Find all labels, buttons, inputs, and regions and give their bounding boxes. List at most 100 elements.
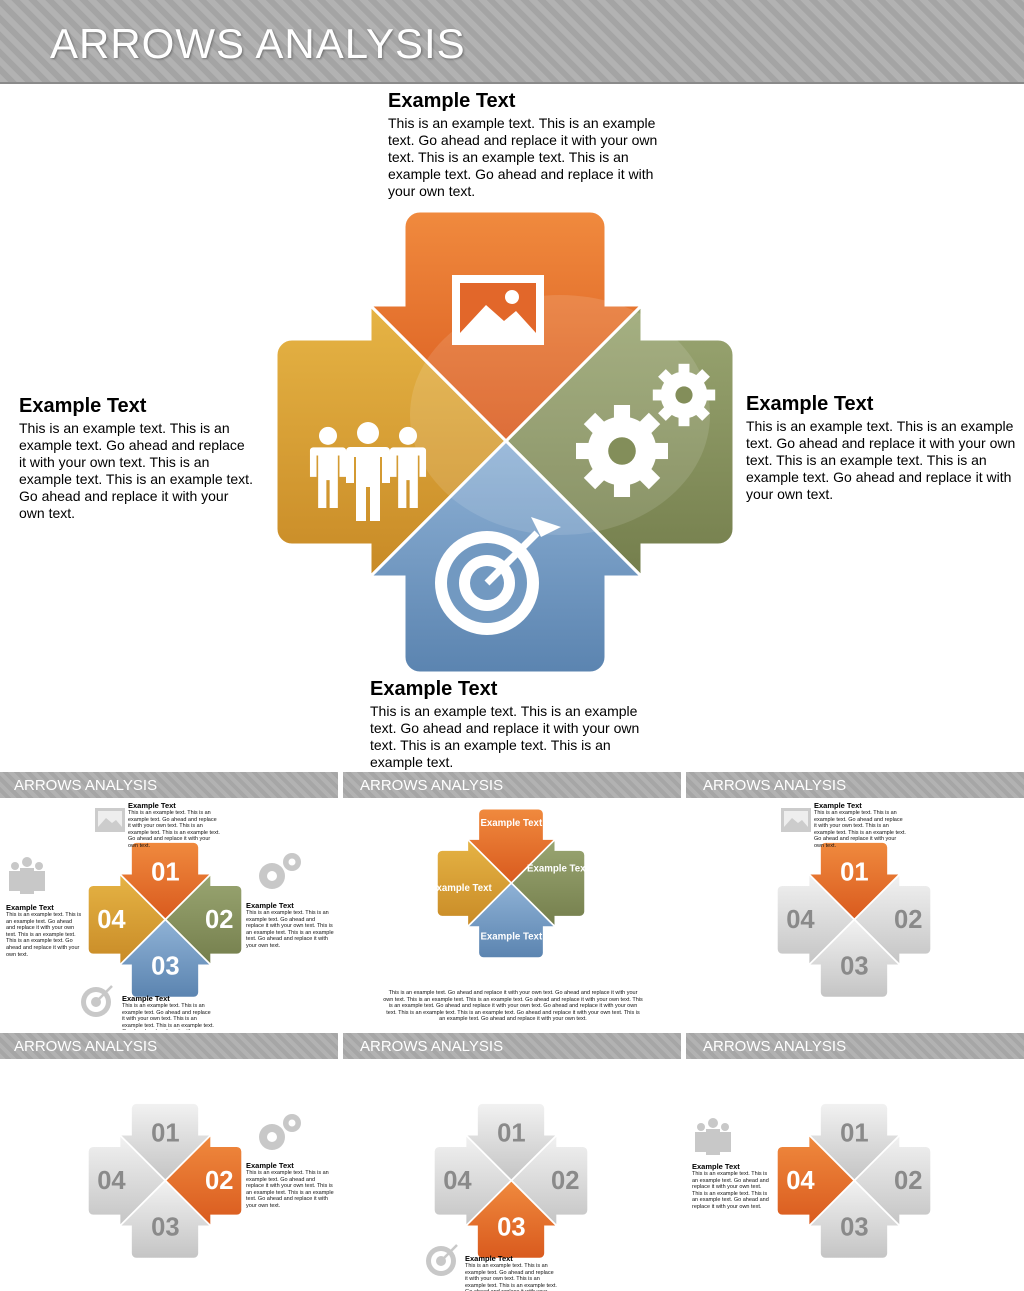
gears-icon — [576, 363, 716, 497]
thumb-banner — [686, 1033, 1024, 1059]
thumb-title: ARROWS ANALYSIS — [360, 777, 504, 794]
arrow-left — [274, 301, 509, 581]
number-03: 03 — [840, 953, 868, 981]
thumb-slide-3[interactable]: ARROWS ANALYSIS 01 02 03 04 Example Text… — [686, 772, 1024, 1030]
text-block-body: This is an example text. This is an exam… — [19, 420, 253, 521]
text-block-heading: Example Text — [388, 90, 516, 112]
target-icon — [435, 517, 561, 635]
number-01: 01 — [151, 858, 179, 886]
text-block-heading: Example Text — [370, 678, 498, 700]
thumb-arrows: 01 02 03 04 — [87, 841, 243, 999]
thumb-arrows: 01 02 03 04 — [433, 1102, 589, 1260]
small-body: This is an example text. This is an exam… — [465, 1263, 557, 1291]
thumb-title: ARROWS ANALYSIS — [14, 1038, 158, 1055]
page-title: ARROWS ANALYSIS — [50, 20, 466, 67]
quad-label-top: Example Text — [480, 818, 543, 829]
small-heading: Example Text — [465, 1254, 513, 1263]
target-icon — [81, 985, 113, 1017]
small-body: This is an example text. This is an exam… — [692, 1171, 769, 1210]
number-04: 04 — [786, 906, 815, 934]
text-block-left: Example Text This is an example text. Th… — [19, 395, 254, 522]
quad-label-bottom: Example Text — [480, 931, 543, 942]
thumb-slide-1[interactable]: ARROWS ANALYSIS 01 02 03 04 Example Text… — [0, 772, 338, 1030]
small-heading: Example Text — [246, 1161, 294, 1170]
small-heading: Example Text — [128, 801, 176, 810]
number-01: 01 — [840, 1119, 868, 1147]
quad-label-left: Example Text — [435, 883, 493, 894]
picture-icon — [452, 275, 544, 345]
gears-icon — [259, 1114, 301, 1150]
small-body: This is an example text. This is an exam… — [128, 810, 220, 849]
number-03: 03 — [840, 1214, 868, 1242]
text-block-heading: Example Text — [19, 395, 147, 417]
thumb-arrows: 01 02 03 04 — [776, 841, 932, 999]
quad-label-right: Example Text — [527, 863, 587, 874]
text-block-heading: Example Text — [746, 393, 874, 415]
small-heading: Example Text — [246, 901, 294, 910]
thumb-title: ARROWS ANALYSIS — [703, 1038, 847, 1055]
small-body: This is an example text. This is an exam… — [814, 810, 906, 849]
thumb-slide-6[interactable]: ARROWS ANALYSIS 01 02 03 04 Example Text… — [686, 1033, 1024, 1291]
wide-body: This is an example text. Go ahead and re… — [383, 990, 643, 1023]
small-body: This is an example text. This is an exam… — [246, 1170, 334, 1209]
number-04: 04 — [786, 1167, 815, 1195]
number-04: 04 — [97, 1167, 126, 1195]
gears-icon — [255, 853, 301, 893]
number-01: 01 — [840, 858, 868, 886]
thumb-banner — [343, 1033, 681, 1059]
number-03: 03 — [151, 953, 179, 981]
number-02: 02 — [205, 906, 233, 934]
thumb-banner — [343, 772, 681, 798]
thumb-slide-4[interactable]: ARROWS ANALYSIS 01 02 03 04 Example Text… — [0, 1033, 338, 1291]
thumb-arrows: Example Text Example Text Example Text E… — [435, 807, 587, 959]
small-body: This is an example text. This is an exam… — [246, 910, 334, 949]
target-icon — [426, 1244, 458, 1276]
arrows-diagram — [274, 209, 736, 675]
small-heading: Example Text — [122, 994, 170, 1003]
title-banner — [0, 0, 1024, 84]
number-02: 02 — [894, 1167, 922, 1195]
thumb-banner — [0, 772, 338, 798]
small-heading: Example Text — [814, 801, 862, 810]
thumb-banner — [686, 772, 1024, 798]
thumb-slide-5[interactable]: ARROWS ANALYSIS 01 02 03 04 Example Text… — [343, 1033, 681, 1291]
number-04: 04 — [97, 906, 126, 934]
text-block-body: This is an example text. This is an exam… — [388, 115, 658, 199]
number-02: 02 — [894, 906, 922, 934]
small-heading: Example Text — [692, 1162, 740, 1171]
text-block-top: Example Text This is an example text. Th… — [388, 90, 668, 200]
text-block-right: Example Text This is an example text. Th… — [746, 393, 1016, 503]
text-block-body: This is an example text. This is an exam… — [746, 418, 1016, 502]
thumb-banner — [0, 1033, 338, 1059]
text-block-bottom: Example Text This is an example text. Th… — [370, 678, 645, 771]
number-02: 02 — [205, 1167, 233, 1195]
thumb-arrows: 01 02 03 04 — [776, 1102, 932, 1260]
small-body: This is an example text. This is an exam… — [6, 912, 82, 958]
thumb-title: ARROWS ANALYSIS — [14, 777, 158, 794]
people-icon — [9, 857, 45, 894]
small-body: This is an example text. This is an exam… — [122, 1003, 214, 1030]
picture-icon — [781, 808, 811, 832]
number-01: 01 — [151, 1119, 179, 1147]
number-03: 03 — [151, 1214, 179, 1242]
small-heading: Example Text — [6, 903, 54, 912]
wide-text: This is an example text. Go ahead and re… — [383, 990, 643, 1023]
people-icon — [695, 1118, 731, 1155]
thumb-slide-2[interactable]: ARROWS ANALYSIS Example Text Example Tex… — [343, 772, 681, 1030]
number-04: 04 — [443, 1167, 472, 1195]
thumb-title: ARROWS ANALYSIS — [703, 777, 847, 794]
thumb-arrows: 01 02 03 04 — [87, 1102, 243, 1260]
picture-icon — [95, 808, 125, 832]
number-03: 03 — [497, 1214, 525, 1242]
thumb-title: ARROWS ANALYSIS — [360, 1038, 504, 1055]
text-block-body: This is an example text. This is an exam… — [370, 703, 640, 770]
number-02: 02 — [551, 1167, 579, 1195]
